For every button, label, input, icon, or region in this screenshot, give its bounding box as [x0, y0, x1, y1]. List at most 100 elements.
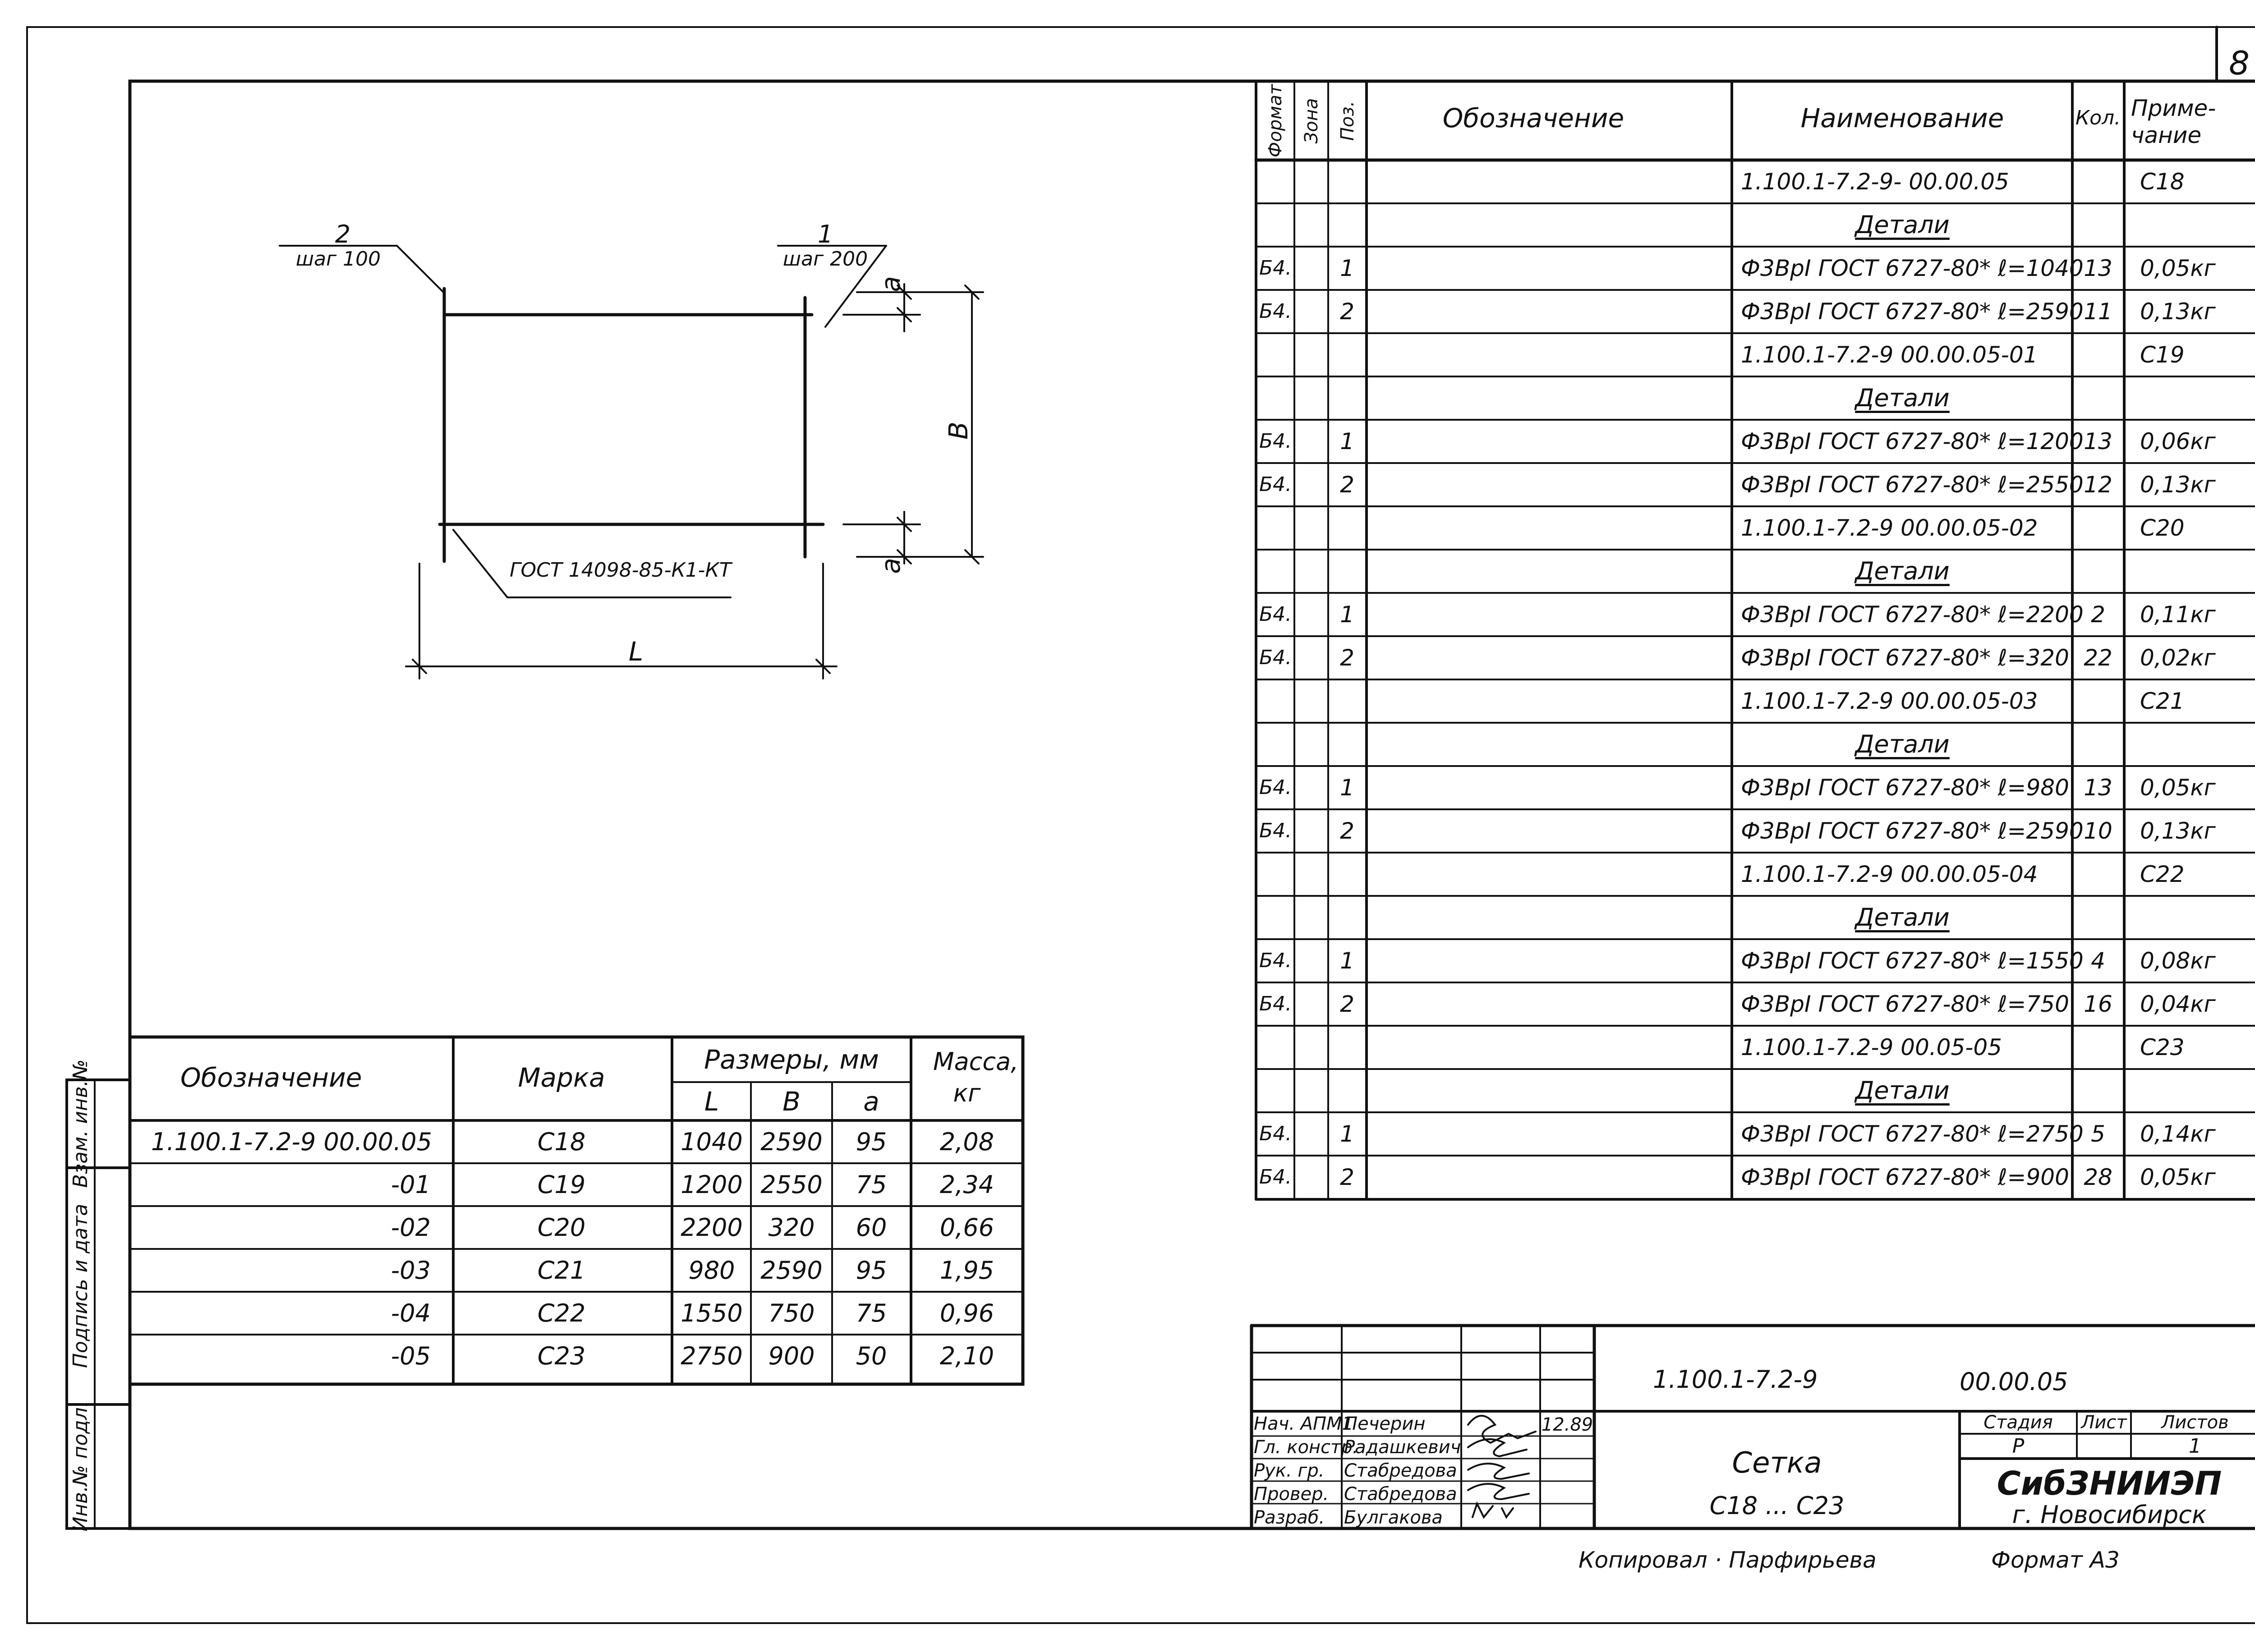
spec-header-format: Формат — [1265, 84, 1286, 158]
spec-cell-note: С23 — [2140, 1034, 2185, 1060]
marks-cell-B: 750 — [768, 1299, 815, 1327]
marks-header-sizes: Размеры, мм — [704, 1044, 879, 1075]
spec-cell-format: Б4. — [1259, 646, 1292, 669]
spec-cell-name: Детали — [1855, 384, 1950, 412]
marks-cell-mass: 0,66 — [939, 1213, 994, 1242]
spec-cell-format: Б4. — [1259, 430, 1292, 453]
marks-cell-a: 75 — [856, 1170, 887, 1199]
spec-cell-note: 0,04кг — [2140, 991, 2216, 1017]
signer-role: Нач. АПМ1 — [1254, 1413, 1354, 1434]
spec-cell-name: 1.100.1-7.2-9 00.00.05-04 — [1741, 861, 2038, 887]
marks-header-B: B — [782, 1086, 801, 1117]
spec-cell-format: Б4. — [1259, 473, 1292, 496]
marks-cell-a: 60 — [856, 1213, 887, 1242]
spec-cell-format: Б4. — [1259, 603, 1292, 626]
title-block-lines — [1250, 1324, 2255, 1530]
spec-cell-qty: 5 — [2091, 1121, 2105, 1147]
spec-cell-pos: 1 — [1340, 948, 1354, 974]
marks-cell-mark: С18 — [537, 1127, 586, 1156]
marks-cell-designation: -04 — [391, 1299, 431, 1327]
spec-cell-note: С20 — [2140, 515, 2185, 541]
spec-cell-name: Ф3ВрI ГОСТ 6727-80* ℓ=2550 — [1741, 472, 2084, 498]
spec-cell-name: 1.100.1-7.2-9 00.05-05 — [1741, 1034, 2002, 1060]
spec-cell-pos: 1 — [1340, 255, 1354, 281]
dim-b: B — [943, 422, 974, 440]
spec-cell-note: 0,08кг — [2140, 948, 2216, 974]
footer-copied-by: Копировал · Парфирьева — [1578, 1547, 1877, 1573]
stamp-signature-date: Подпись и дата — [69, 1203, 92, 1368]
marks-cell-mass: 1,95 — [939, 1256, 994, 1285]
marks-cell-mass: 2,08 — [939, 1127, 994, 1156]
spec-cell-qty: 4 — [2091, 948, 2105, 974]
stamp-replaced-inv: Взам. инв.№ — [69, 1059, 92, 1188]
marks-cell-mark: С23 — [537, 1341, 586, 1370]
footer-format: Формат А3 — [1991, 1547, 2120, 1573]
spec-cell-name: Ф3ВрI ГОСТ 6727-80* ℓ=750 — [1741, 991, 2069, 1017]
title-org: СибЗНИИЭП — [1997, 1464, 2222, 1502]
title-doc-code: 00.00.05 — [1960, 1367, 2068, 1396]
title-city: г. Новосибирск — [2012, 1501, 2207, 1529]
spec-cell-name: Детали — [1855, 211, 1950, 239]
stamp-inv-original: Инв.№ подл. — [69, 1401, 92, 1532]
marks-cell-mark: С20 — [537, 1213, 586, 1242]
signer-name: Печерин — [1344, 1413, 1426, 1434]
title-name: Сетка — [1732, 1446, 1822, 1480]
spec-cell-qty: 12 — [2084, 472, 2112, 498]
marks-cell-B: 2590 — [760, 1127, 823, 1156]
marks-header-designation: Обозначение — [180, 1062, 362, 1093]
marks-cell-a: 95 — [856, 1256, 887, 1285]
spec-cell-format: Б4. — [1259, 1166, 1292, 1189]
spec-cell-note: 0,05кг — [2140, 1164, 2216, 1190]
spec-cell-pos: 2 — [1340, 472, 1354, 498]
spec-cell-format: Б4. — [1259, 992, 1292, 1015]
spec-cell-name: 1.100.1-7.2-9- 00.00.05 — [1741, 169, 2009, 195]
spec-cell-format: Б4. — [1259, 300, 1292, 323]
leader-2-step: шаг 100 — [295, 248, 381, 271]
spec-cell-qty: 22 — [2084, 645, 2112, 671]
leader-2-label: 2 — [335, 220, 351, 248]
marks-cell-designation: -03 — [391, 1256, 431, 1285]
marks-cell-L: 2750 — [681, 1341, 743, 1370]
spec-cell-name: Детали — [1855, 903, 1950, 932]
marks-cell-a: 95 — [856, 1127, 887, 1156]
spec-cell-note: С18 — [2140, 169, 2185, 195]
spec-cell-name: Ф3ВрI ГОСТ 6727-80* ℓ=1200 — [1741, 428, 2084, 454]
marks-cell-mass: 2,10 — [939, 1341, 994, 1370]
spec-cell-name: Детали — [1855, 1076, 1950, 1105]
page-number: 8 — [2229, 44, 2250, 82]
spec-cell-format: Б4. — [1259, 1122, 1292, 1145]
marks-header-mass: Масса, кг — [933, 1047, 1019, 1107]
spec-cell-name: 1.100.1-7.2-9 00.00.05-01 — [1741, 342, 2038, 368]
spec-cell-qty: 13 — [2084, 428, 2112, 454]
marks-header-L: L — [704, 1086, 719, 1117]
marks-cell-designation: 1.100.1-7.2-9 00.00.05 — [151, 1127, 432, 1156]
marks-cell-mark: С22 — [537, 1299, 586, 1327]
signer-name: Радашкевич — [1344, 1437, 1461, 1458]
marks-cell-mark: С19 — [537, 1170, 586, 1199]
spec-cell-note: 0,06кг — [2140, 428, 2216, 454]
marks-cell-L: 2200 — [681, 1213, 743, 1242]
marks-cell-L: 1200 — [681, 1170, 743, 1199]
side-stamp-lines — [65, 1078, 131, 1530]
spec-cell-qty: 10 — [2084, 818, 2112, 844]
spec-cell-note: 0,05кг — [2140, 775, 2216, 801]
title-range: С18 ... С23 — [1709, 1491, 1845, 1520]
marks-cell-B: 2590 — [760, 1256, 823, 1285]
spec-cell-note: 0,05кг — [2140, 255, 2216, 281]
marks-cell-L: 1040 — [681, 1127, 743, 1156]
spec-cell-name: Ф3ВрI ГОСТ 6727-80* ℓ=2200 — [1741, 601, 2084, 628]
signer-role: Провер. — [1254, 1484, 1329, 1505]
marks-cell-a: 75 — [856, 1299, 887, 1327]
spec-cell-name: Ф3ВрI ГОСТ 6727-80* ℓ=320 — [1741, 645, 2069, 671]
gost-label: ГОСТ 14098-85-К1-КТ — [510, 559, 732, 582]
spec-cell-note: 0,13кг — [2140, 818, 2216, 844]
spec-cell-name: 1.100.1-7.2-9 00.00.05-02 — [1741, 515, 2038, 541]
spec-cell-format: Б4. — [1259, 949, 1292, 972]
spec-cell-name: Ф3ВрI ГОСТ 6727-80* ℓ=1550 — [1741, 948, 2084, 974]
spec-cell-qty: 2 — [2091, 601, 2105, 628]
spec-cell-note: 0,13кг — [2140, 298, 2216, 325]
spec-cell-note: 0,11кг — [2140, 601, 2216, 628]
spec-cell-name: 1.100.1-7.2-9 00.00.05-03 — [1741, 688, 2038, 714]
spec-cell-name: Ф3ВрI ГОСТ 6727-80* ℓ=2750 — [1741, 1121, 2084, 1147]
spec-cell-name: Ф3ВрI ГОСТ 6727-80* ℓ=900 — [1741, 1164, 2069, 1190]
